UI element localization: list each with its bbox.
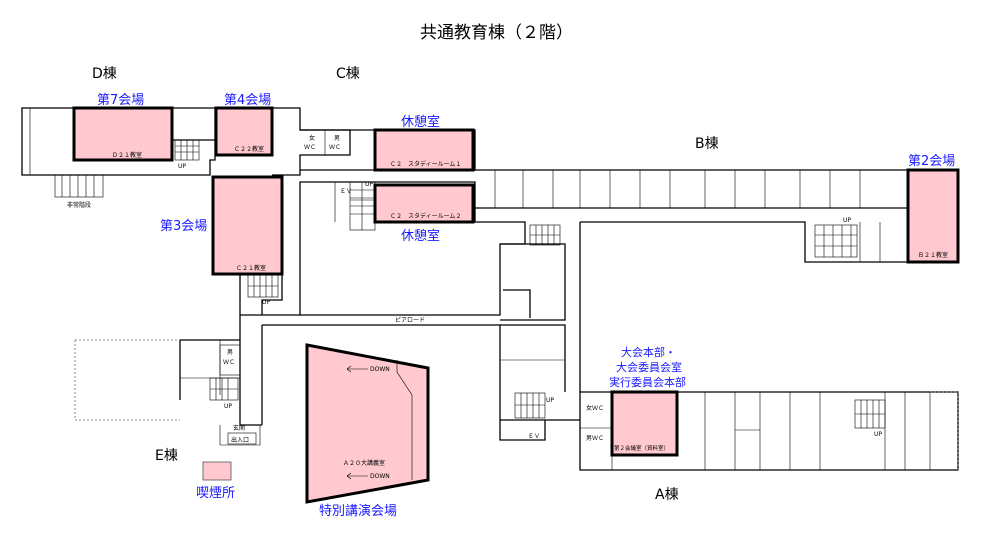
ev-label-a: ＥＶ bbox=[528, 433, 540, 440]
staircases bbox=[54, 139, 886, 429]
stair-e bbox=[209, 377, 239, 401]
down-arrow-1 bbox=[346, 365, 368, 373]
venue-label-special: 特別講演会場 bbox=[319, 503, 397, 519]
room-name-b21: Ｂ２１教室 bbox=[918, 251, 948, 259]
hq-label-line2: 大会委員会室 bbox=[616, 360, 682, 374]
building-label-e: E棟 bbox=[155, 448, 178, 464]
wc-female-a: 女ＷＣ bbox=[586, 404, 604, 412]
up-label-3: UP bbox=[262, 299, 270, 306]
down-label-2: DOWN bbox=[370, 473, 390, 480]
room-name-study1: Ｃ２ スタディールーム１ bbox=[390, 160, 461, 168]
room-c21[interactable] bbox=[211, 175, 284, 276]
emergency-stairs-label: 非常階段 bbox=[67, 201, 91, 209]
wc-male-a: 男ＷＣ bbox=[586, 435, 604, 442]
room-name-c22: Ｃ２２教室 bbox=[234, 145, 264, 153]
building-label-b: B棟 bbox=[695, 136, 719, 152]
room-d21[interactable] bbox=[72, 106, 174, 162]
up-label-6: UP bbox=[546, 397, 554, 404]
stair-a-right bbox=[854, 399, 886, 429]
stair-c-right bbox=[529, 224, 561, 246]
venue-label-rest-2: 休憩室 bbox=[401, 228, 440, 244]
building-walls bbox=[21, 107, 959, 471]
down-arrow-2 bbox=[346, 472, 368, 480]
up-label-2: UP bbox=[365, 181, 373, 188]
up-label-7: UP bbox=[874, 431, 882, 438]
room-b21[interactable] bbox=[906, 168, 960, 264]
down-label-1: DOWN bbox=[370, 366, 390, 373]
a20-inner-wall bbox=[396, 360, 413, 480]
stair-labels: UP UP UP UP UP UP UP DOWN DOWN bbox=[178, 163, 882, 480]
room-a20-lecture-hall[interactable] bbox=[305, 343, 430, 504]
b-corridor-rooms bbox=[494, 170, 861, 208]
room-name-d21: Ｄ２１教室 bbox=[112, 151, 142, 159]
smoking-label: 喫煙所 bbox=[196, 486, 235, 501]
venue-label-7: 第7会場 bbox=[97, 93, 144, 108]
room-study2[interactable] bbox=[373, 183, 475, 224]
stair-d-c bbox=[174, 139, 200, 161]
room-name-study2: Ｃ２ スタディールーム２ bbox=[390, 212, 461, 220]
wc-label-c-m: ＷＣ bbox=[329, 144, 341, 151]
wc-label-e: ＷＣ bbox=[223, 359, 235, 366]
pia-road-label: ピアロード bbox=[395, 317, 425, 324]
room-name-c21: Ｃ２１教室 bbox=[236, 264, 266, 272]
stair-b bbox=[814, 224, 858, 258]
venue-label-4: 第4会場 bbox=[224, 93, 271, 108]
room-c22[interactable] bbox=[214, 106, 274, 157]
wc-female-c: 女 bbox=[309, 134, 315, 142]
wc-c bbox=[324, 130, 351, 155]
stair-c21 bbox=[247, 274, 279, 298]
room-study1[interactable] bbox=[373, 128, 475, 172]
ev-label-c: ＥＶ bbox=[340, 188, 352, 195]
hq-label-line3: 実行委員会本部 bbox=[609, 375, 686, 389]
up-label-1: UP bbox=[178, 163, 186, 170]
up-label-4: UP bbox=[843, 217, 851, 224]
wc-male-c: 男 bbox=[334, 135, 340, 142]
stair-c-mid bbox=[349, 181, 376, 231]
venue-label-2: 第2会場 bbox=[908, 154, 955, 169]
stair-a-left bbox=[514, 392, 546, 419]
wc-male-e: 男 bbox=[227, 349, 233, 356]
stair-d bbox=[54, 174, 104, 198]
entrance-label: 出入口 bbox=[231, 436, 249, 444]
up-label-5: UP bbox=[224, 403, 232, 410]
entrance-hall-label: 玄関 bbox=[233, 424, 245, 432]
venue-label-3: 第3会場 bbox=[160, 219, 207, 234]
wc-e bbox=[219, 344, 241, 376]
smoking-area[interactable] bbox=[202, 461, 232, 481]
room-name-a2: 第２会議室（資料室） bbox=[614, 444, 669, 452]
building-label-c: C棟 bbox=[336, 66, 360, 82]
venue-label-rest-1: 休憩室 bbox=[401, 114, 440, 130]
building-label-d: D棟 bbox=[92, 66, 117, 82]
wc-label-c-f: ＷＣ bbox=[304, 144, 316, 151]
building-label-a: A棟 bbox=[655, 487, 679, 503]
hq-label-line1: 大会本部・ bbox=[621, 345, 676, 359]
room-a2-meeting[interactable] bbox=[610, 390, 679, 457]
page-title: 共通教育棟（２階） bbox=[420, 23, 573, 43]
room-name-a20: Ａ２０大講義室 bbox=[343, 459, 385, 467]
